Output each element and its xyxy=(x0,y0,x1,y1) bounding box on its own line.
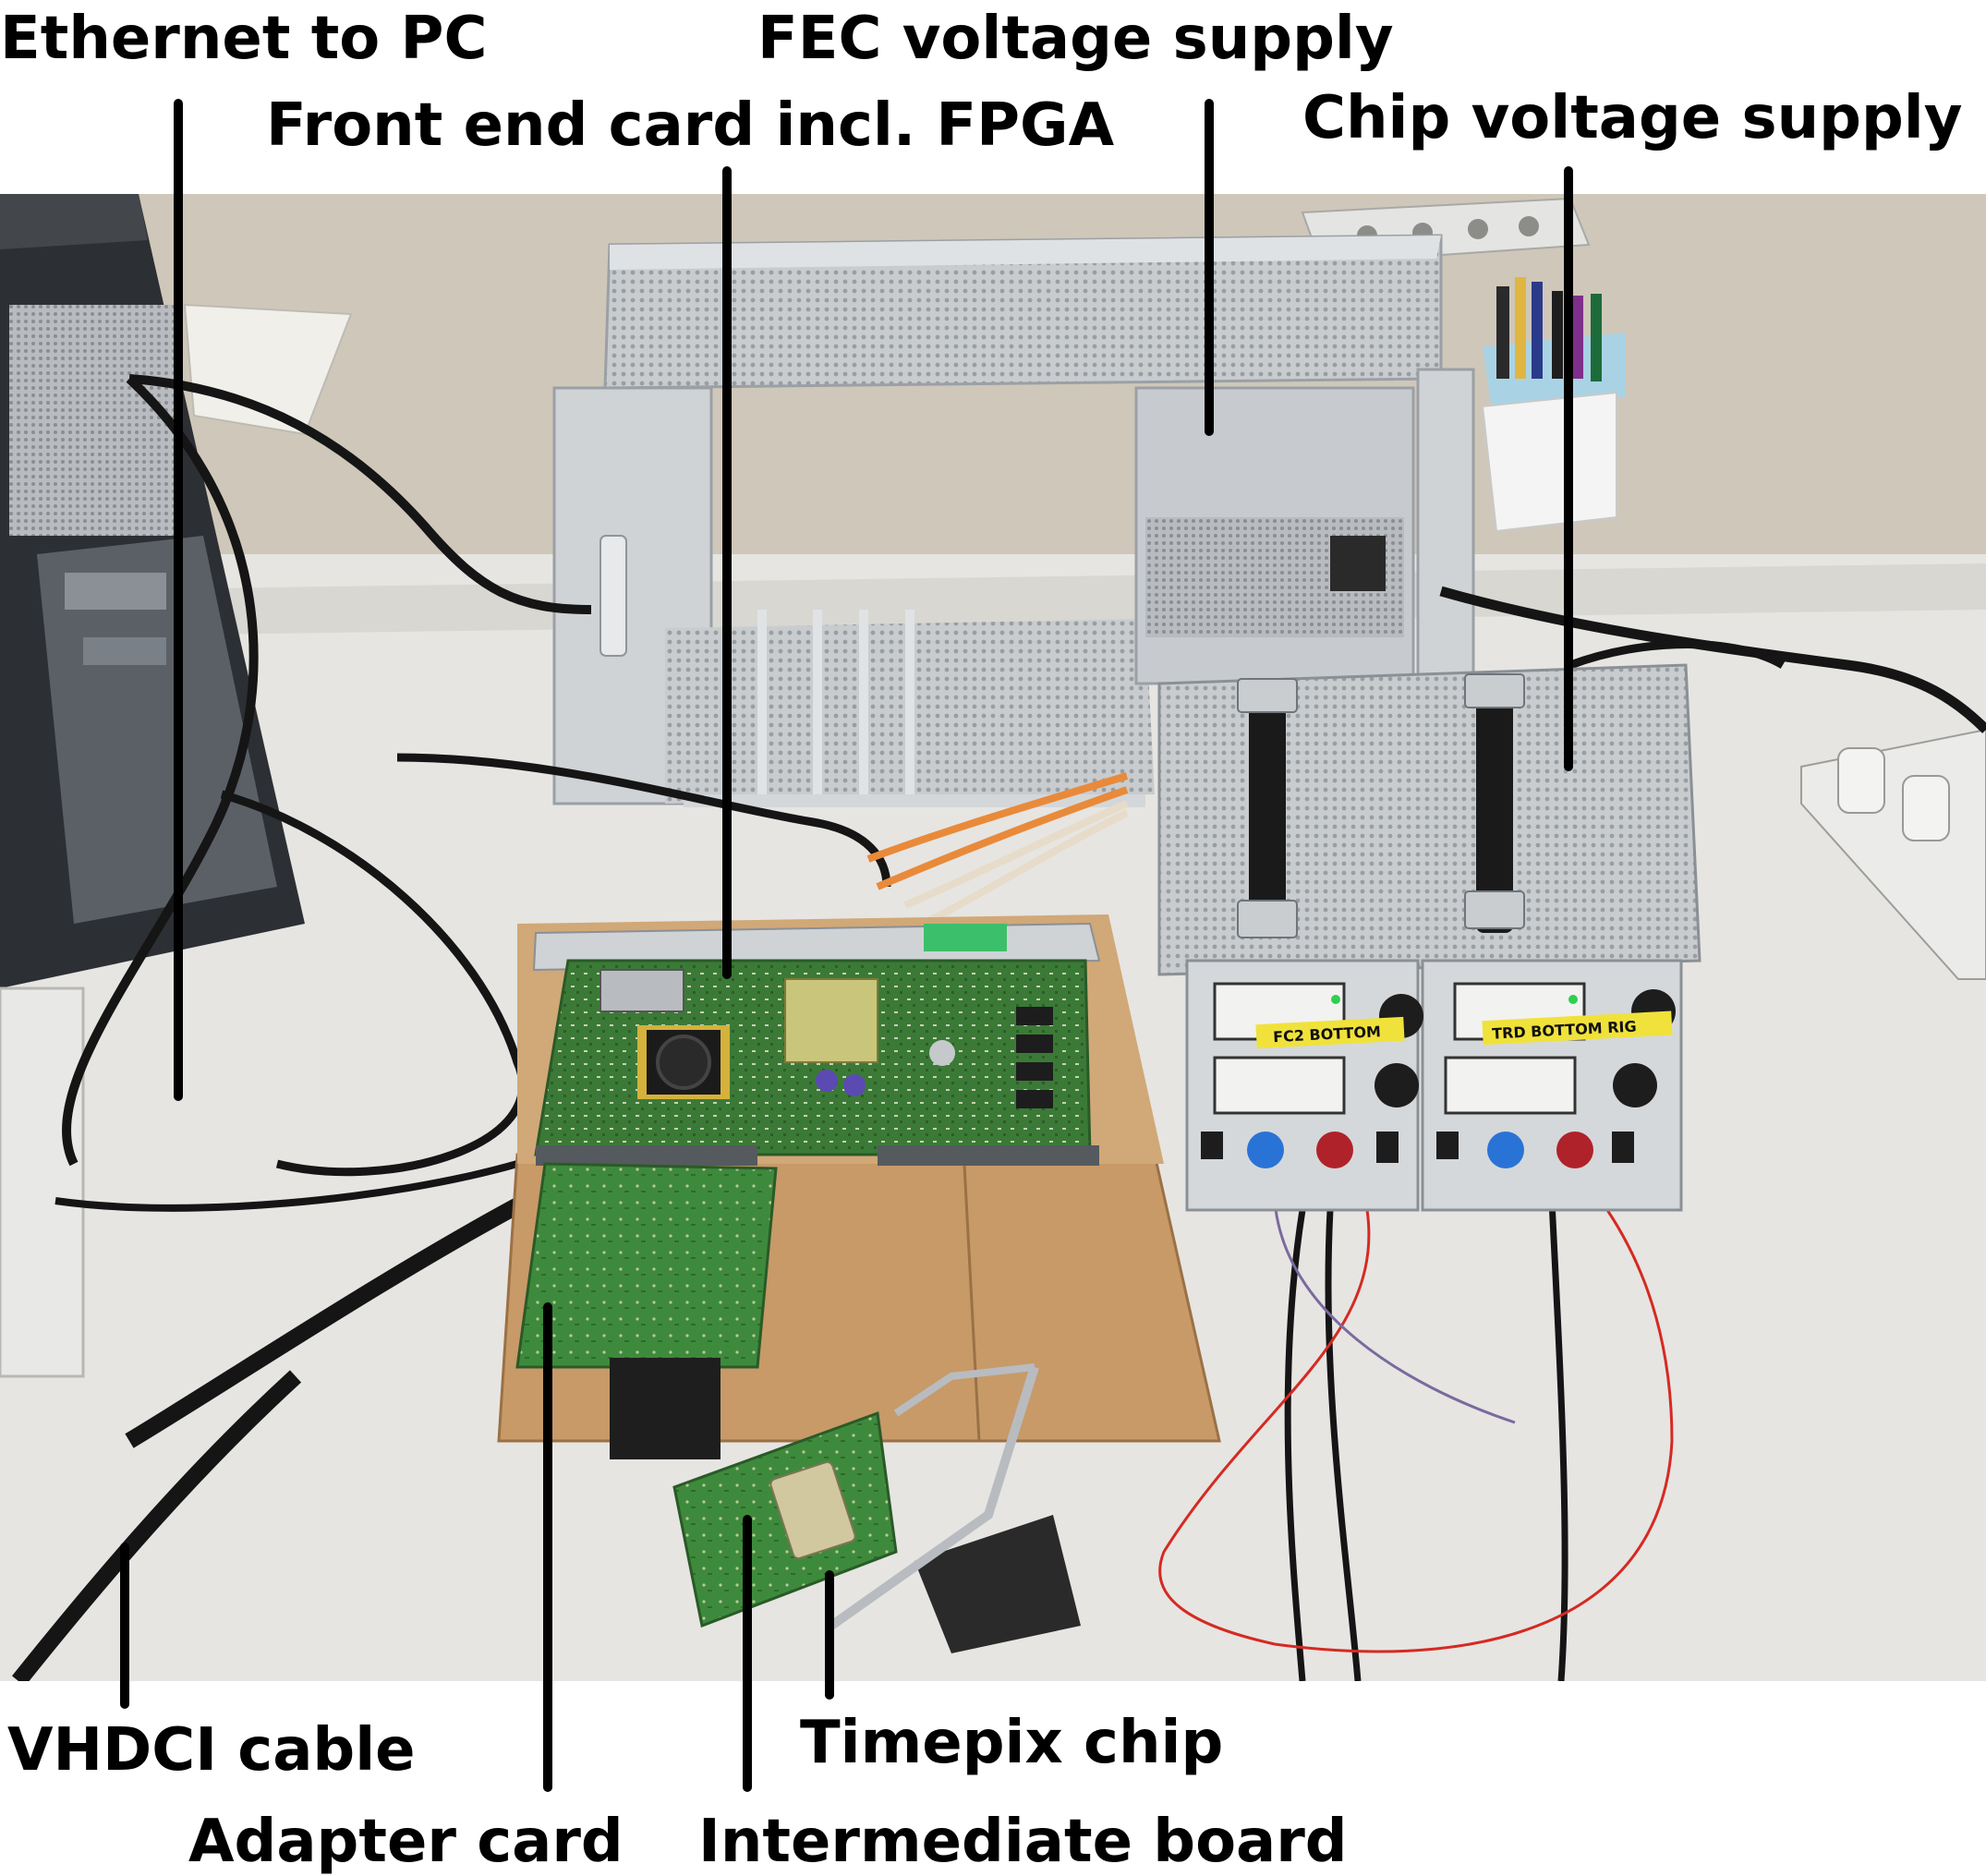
timepix-chip-carrier xyxy=(769,1460,856,1560)
leader-front-end-card xyxy=(722,166,732,979)
leader-vhdci xyxy=(120,1543,129,1709)
label-fec-voltage-supply: FEC voltage supply xyxy=(757,5,1394,73)
intermediate-board xyxy=(672,1410,898,1628)
label-vhdci-cable: VHDCI cable xyxy=(7,1716,416,1785)
paper-sheet xyxy=(183,303,353,436)
leader-adapter xyxy=(543,1302,552,1792)
label-chip-voltage-supply: Chip voltage supply xyxy=(1302,84,1963,152)
vhdci-connector xyxy=(610,1358,721,1459)
front-end-card xyxy=(532,922,1101,1166)
label-ethernet-to-pc: Ethernet to PC xyxy=(0,5,488,73)
leader-ethernet xyxy=(174,99,183,1101)
leader-chip-voltage xyxy=(1564,166,1573,771)
table-back-edge xyxy=(0,563,1986,637)
helping-hands xyxy=(829,1363,1081,1653)
label-adapter-card: Adapter card xyxy=(188,1808,624,1876)
label-intermediate-board: Intermediate board xyxy=(698,1808,1348,1876)
eurocard-crate xyxy=(552,234,1475,807)
label-timepix-chip: Timepix chip xyxy=(800,1709,1224,1777)
bottom-margin xyxy=(0,1681,1986,1875)
label-front-end-card: Front end card incl. FPGA xyxy=(266,91,1115,160)
leader-intermediate xyxy=(743,1515,752,1792)
power-strip-right xyxy=(1800,728,1986,980)
leader-fec-voltage xyxy=(1205,99,1214,436)
pen-holder xyxy=(1481,277,1626,533)
adapter-card xyxy=(515,1162,778,1369)
lab-power-supplies: FC2 BOTTOM TRD BOTTOM RIG xyxy=(1157,663,1701,1212)
top-margin xyxy=(0,0,1986,194)
cables xyxy=(11,374,1986,1687)
leader-timepix xyxy=(825,1570,834,1700)
